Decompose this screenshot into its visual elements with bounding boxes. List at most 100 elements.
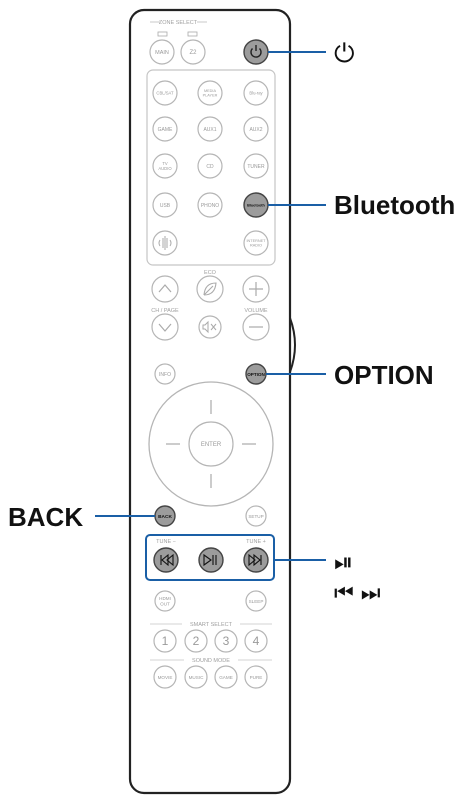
skip-back-icon — [160, 553, 174, 567]
chevron-down-icon — [158, 323, 172, 332]
smart-select-number: 2 — [193, 634, 200, 648]
back-callout-label: BACK — [8, 502, 83, 532]
power-callout-icon: ⏻ — [334, 39, 355, 69]
smart-select-label: SMART SELECT — [190, 622, 233, 628]
option-button-label: OPTION — [247, 372, 265, 377]
sound-mode-label: SOUND MODE — [192, 658, 230, 664]
smart-select-number: 1 — [162, 634, 169, 648]
enter-button[interactable]: ENTER — [188, 421, 234, 467]
button-label: Blu-ray — [249, 90, 263, 95]
aux2-button[interactable]: AUX2 — [243, 116, 269, 142]
sleep-button[interactable]: SLEEP — [245, 590, 267, 612]
z2-button-label: Z2 — [189, 50, 197, 56]
setup-button[interactable]: SETUP — [245, 505, 267, 527]
transport-highlight-box — [145, 534, 275, 581]
main-button-label: MAIN — [155, 50, 169, 56]
smart-select-2-button[interactable]: 2 — [184, 629, 208, 653]
smart-select-1-button[interactable]: 1 — [153, 629, 177, 653]
main-button[interactable]: MAIN — [149, 39, 175, 65]
tune-minus-label: TUNE − — [156, 539, 176, 545]
sound-mode-label: PURE — [250, 675, 263, 680]
sound-mode-label: MUSIC — [189, 675, 204, 680]
cd-button[interactable]: CD — [197, 153, 223, 179]
bluetooth-callout-label: Bluetooth — [334, 190, 455, 220]
button-label: Bluetooth — [247, 203, 265, 207]
smart-select-3-button[interactable]: 3 — [214, 629, 238, 653]
leaf-icon — [203, 282, 217, 296]
mute-button[interactable] — [198, 315, 222, 339]
button-label: AUX1 — [203, 127, 216, 133]
sleep-button-label: SLEEP — [249, 599, 264, 604]
bluetooth-button[interactable]: Bluetooth — [243, 192, 269, 218]
skip-callout-icons: ⏮ ⏭ — [334, 581, 381, 606]
chevron-up-icon — [158, 284, 172, 293]
smart-select-4-button[interactable]: 4 — [244, 629, 268, 653]
button-label: CD — [206, 164, 214, 170]
plus-icon — [249, 282, 263, 296]
phono-button[interactable]: PHONO — [197, 192, 223, 218]
sound-mode-pure-button[interactable]: PURE — [244, 665, 268, 689]
sound-mode-label: MOVIE — [158, 675, 173, 680]
button-label: GAME — [158, 127, 173, 133]
sound-mode-label: GAME — [219, 675, 233, 680]
ch-page-label: CH / PAGE — [151, 308, 179, 314]
sound-mode-music-button[interactable]: MUSIC — [184, 665, 208, 689]
tuner-button[interactable]: TUNER — [243, 153, 269, 179]
button-label: USB — [160, 203, 171, 209]
skip-back-button[interactable] — [153, 547, 179, 573]
info-button[interactable]: INFO — [154, 363, 176, 385]
ch-page-up-button[interactable] — [151, 275, 179, 303]
button-label: CBL/SAT — [156, 90, 174, 95]
remote-side-bump — [289, 317, 296, 373]
sound-mode-game-button[interactable]: GAME — [214, 665, 238, 689]
option-button[interactable]: OPTION — [245, 363, 267, 385]
speaker-icon — [158, 236, 172, 250]
smart-select-number: 4 — [253, 634, 260, 648]
tune-plus-label: TUNE + — [246, 539, 266, 545]
mute-icon — [202, 320, 217, 334]
power-button[interactable] — [243, 39, 269, 65]
enter-button-label: ENTER — [201, 442, 222, 448]
back-button[interactable]: BACK — [154, 505, 176, 527]
play-pause-callout-icon: ⏯ — [334, 548, 353, 576]
play-pause-icon — [203, 553, 217, 567]
blu-ray-button[interactable]: Blu-ray — [243, 80, 269, 106]
volume-up-button[interactable] — [242, 275, 270, 303]
setup-button-label: SETUP — [248, 514, 263, 519]
zone-indicator-z2 — [187, 31, 198, 37]
volume-down-button[interactable] — [242, 313, 270, 341]
cbl-sat-button[interactable]: CBL/SAT — [152, 80, 178, 106]
ch-page-down-button[interactable] — [151, 313, 179, 341]
info-button-label: INFO — [159, 372, 171, 378]
button-label: PHONO — [201, 203, 219, 209]
sound-mode-movie-button[interactable]: MOVIE — [153, 665, 177, 689]
volume-label: VOLUME — [244, 308, 268, 314]
eco-label: ECO — [204, 270, 217, 276]
usb-button[interactable]: USB — [152, 192, 178, 218]
play-pause-button[interactable] — [198, 547, 224, 573]
eco-button[interactable] — [196, 275, 224, 303]
smart-select-number: 3 — [223, 634, 230, 648]
button-label: AUX2 — [249, 127, 262, 133]
game-button[interactable]: GAME — [152, 116, 178, 142]
power-icon — [250, 48, 262, 58]
back-button-label: BACK — [158, 514, 172, 520]
option-callout-label: OPTION — [334, 360, 434, 390]
source-panel — [146, 69, 276, 266]
zone-select-label: ZONE SELECT — [159, 20, 198, 26]
zone-indicator-main — [157, 31, 168, 37]
skip-forward-button[interactable] — [243, 547, 269, 573]
aux1-button[interactable]: AUX1 — [197, 116, 223, 142]
button-label: TUNER — [247, 164, 265, 170]
heos-button[interactable] — [152, 230, 178, 256]
z2-button[interactable]: Z2 — [180, 39, 206, 65]
